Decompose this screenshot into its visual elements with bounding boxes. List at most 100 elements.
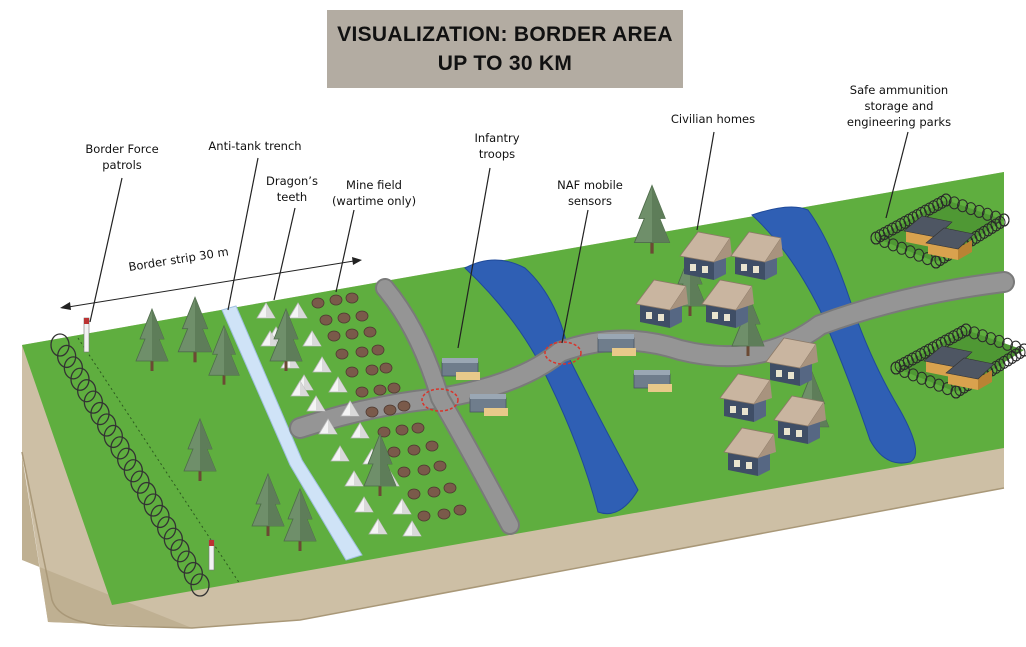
mine	[371, 344, 385, 356]
dragons-teeth	[256, 302, 422, 537]
civilian-houses	[635, 231, 826, 476]
mine	[327, 330, 341, 342]
mine	[329, 294, 343, 306]
mine	[365, 364, 379, 376]
label-civilian-homes: Civilian homes	[670, 112, 756, 126]
mine	[395, 424, 409, 436]
dragons-tooth	[256, 302, 276, 319]
mine	[319, 314, 333, 326]
mine	[363, 326, 377, 338]
wire-coil	[103, 424, 123, 449]
label-naf-mobile-sensors: NAF mobile sensors	[557, 178, 623, 208]
wire-coil	[63, 356, 83, 380]
mine	[379, 362, 393, 374]
dragons-tooth	[340, 400, 360, 417]
mine	[383, 404, 397, 416]
mine	[345, 328, 359, 340]
border-post	[208, 539, 215, 571]
wire-coil	[110, 436, 130, 460]
wire-coil	[157, 516, 177, 540]
ammunition-storage-parks	[870, 193, 1026, 399]
title-line-2: UP TO 30 KM	[437, 52, 573, 75]
mine	[335, 348, 349, 360]
tree	[283, 487, 317, 551]
mine	[355, 346, 369, 358]
label-infantry-troops: Infantry troops	[474, 131, 520, 161]
dragons-tooth	[328, 376, 348, 393]
title-box: VISUALIZATION: BORDER AREA UP TO 30 KM	[327, 10, 683, 88]
wire-coil	[183, 561, 203, 586]
river-west	[464, 259, 639, 515]
dragons-tooth	[312, 356, 332, 373]
house	[701, 279, 754, 328]
house	[730, 231, 783, 280]
mine	[397, 400, 411, 412]
wire-coil	[97, 413, 117, 437]
mine	[387, 446, 401, 458]
label-border-force-patrols: Border Force patrols	[85, 142, 159, 172]
wire-coil	[117, 447, 137, 471]
tree	[135, 307, 169, 371]
wire-coil	[90, 401, 110, 426]
dragons-tooth	[350, 422, 370, 439]
mine	[373, 384, 387, 396]
dragons-tooth	[402, 520, 422, 537]
bunker	[441, 358, 480, 380]
mine	[417, 510, 431, 522]
mine	[355, 386, 369, 398]
house	[765, 337, 818, 386]
wire-coil	[83, 390, 103, 414]
tree	[251, 472, 285, 536]
sensor-zone	[421, 388, 459, 412]
wire-coil	[123, 459, 143, 483]
wire-coil	[190, 573, 210, 597]
bunker	[633, 370, 672, 392]
mine	[437, 508, 451, 520]
house	[679, 231, 732, 280]
ammo-depot	[890, 323, 1026, 399]
dragons-tooth	[302, 330, 322, 347]
dragons-tooth	[344, 470, 364, 487]
roads	[289, 271, 1015, 535]
tree	[208, 324, 240, 385]
dragons-tooth	[354, 496, 374, 513]
wire-coil	[177, 550, 197, 574]
house	[723, 427, 776, 476]
mine	[337, 312, 351, 324]
bunker	[597, 334, 636, 356]
mine	[443, 482, 457, 494]
mine	[411, 422, 425, 434]
mine	[377, 426, 391, 438]
tree	[363, 432, 397, 496]
mine	[345, 366, 359, 378]
mine	[407, 444, 421, 456]
razor-wire-coils	[50, 333, 210, 597]
wire-coil	[163, 527, 183, 551]
wire-coil	[77, 379, 97, 403]
tree	[633, 184, 671, 254]
label-dragons-teeth: Dragon’s teeth	[266, 174, 318, 204]
ammo-depot	[870, 193, 1010, 269]
border-post	[83, 317, 90, 353]
wire-coil	[170, 539, 190, 563]
house	[773, 395, 826, 444]
dragons-tooth	[318, 418, 338, 435]
mine	[397, 466, 411, 478]
mine	[417, 464, 431, 476]
anti-tank-trench	[221, 305, 363, 561]
dragons-tooth	[330, 445, 350, 462]
house	[719, 373, 772, 422]
wire-coil	[130, 470, 150, 494]
label-anti-tank-trench: Anti-tank trench	[208, 139, 302, 153]
dragons-tooth	[368, 518, 388, 535]
dragons-tooth	[306, 395, 326, 412]
border-strip-arrow	[60, 257, 362, 310]
wire-coil	[137, 481, 157, 506]
sensor-zone	[544, 341, 582, 365]
title-line-1: VISUALIZATION: BORDER AREA	[337, 23, 673, 46]
house	[635, 279, 688, 328]
label-safe-ammunition-storage: Safe ammunition storage and engineering …	[846, 83, 952, 129]
mine	[387, 382, 401, 394]
wire-coil	[150, 504, 170, 529]
infantry-bunkers	[441, 334, 672, 416]
